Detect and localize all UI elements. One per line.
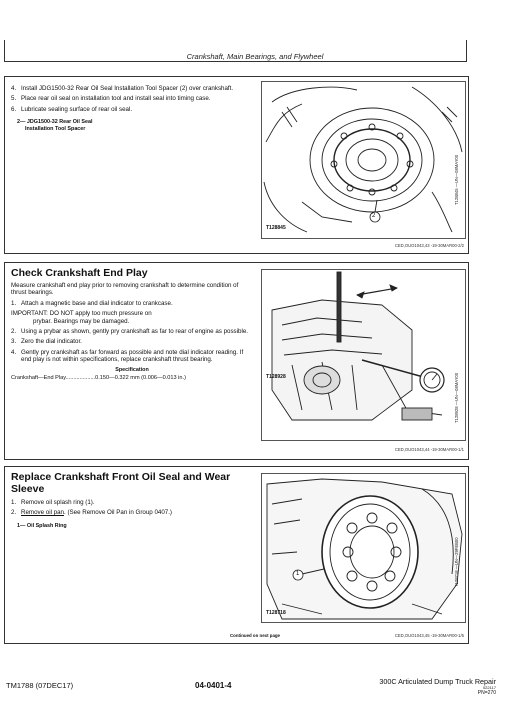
callout-1: 1 <box>296 571 300 577</box>
section2-body: Measure crankshaft end play prior to rem… <box>11 282 253 382</box>
step-item: 2.Using a prybar as shown, gently pry cr… <box>11 328 248 336</box>
figure-legend: 1— Oil Splash Ring <box>17 522 67 529</box>
step-item: 4.Gently pry crankshaft as far forward a… <box>11 348 244 364</box>
figure-vertical-id: T128718 —UN—29FEB00 <box>454 537 459 587</box>
callout-2: 2 <box>372 213 376 219</box>
figure-legend: 2— JDG1500-32 Rear Oil Seal Installation… <box>17 119 93 132</box>
step-item: 3.Zero the dial indicator. <box>11 338 82 346</box>
header-right-tick <box>466 40 467 62</box>
spec-heading: Specification <box>115 366 149 373</box>
figure-rear-seal-tool: 2 T128845 <box>261 81 466 239</box>
remove-oil-pan-link[interactable]: Remove oil pan <box>21 509 64 517</box>
section-front-oil-seal: Replace Crankshaft Front Oil Seal and We… <box>4 466 469 644</box>
figure-id: T128928 <box>266 374 286 380</box>
section-reference: CED,OUO1043,45 -19-30MAR00-1/5 <box>394 633 464 638</box>
section1-steps: 4.Install JDG1500-32 Rear Oil Seal Insta… <box>11 85 253 132</box>
section-check-end-play: Check Crankshaft End Play Measure cranks… <box>4 262 469 460</box>
step-item: 5.Place rear oil seal on installation to… <box>11 95 211 103</box>
section-reference: CED,OUO1043,44 -19-30MAR00-1/1 <box>394 447 464 452</box>
header-top-rule <box>4 61 467 62</box>
intro-text: Measure crankshaft end play prior to rem… <box>11 282 239 297</box>
figure-id: T128718 <box>266 610 286 616</box>
continued-note: Continued on next page <box>230 633 281 638</box>
section-title: Check Crankshaft End Play <box>11 267 148 279</box>
figure-splash-ring: 1 T128718 <box>261 473 466 623</box>
figure-vertical-id: T128928 —UN—08MAY00 <box>454 372 459 423</box>
section3-body: 1.Remove oil splash ring (1). 2.Remove o… <box>11 499 253 529</box>
step-item: 1.Attach a magnetic base and dial indica… <box>11 299 173 307</box>
section-title: Replace Crankshaft Front Oil Seal and We… <box>11 471 231 495</box>
splash-ring-illustration <box>266 478 463 620</box>
spec-row: Crankshaft—End Play...................0.… <box>11 375 186 382</box>
footer-page-number: 04-0401-4 <box>195 681 232 690</box>
header-left-tick <box>4 40 5 62</box>
footer-title: 300C Articulated Dump Truck Repair 02211… <box>379 677 496 696</box>
step-item: 6.Lubricate sealing surface of rear oil … <box>11 105 133 113</box>
step-item: 2.Remove oil pan. (See Remove Oil Pan in… <box>11 509 172 517</box>
seal-installation-illustration <box>263 86 463 233</box>
step-item: 1.Remove oil splash ring (1). <box>11 499 95 506</box>
end-play-illustration <box>271 271 445 421</box>
important-note: IMPORTANT: DO NOT apply too much pressur… <box>11 310 152 325</box>
step-item: 4.Install JDG1500-32 Rear Oil Seal Insta… <box>11 85 234 92</box>
figure-end-play: T128928 <box>261 269 466 441</box>
section-install-rear-seal: 4.Install JDG1500-32 Rear Oil Seal Insta… <box>4 76 469 254</box>
section-reference: CED,OUO1043,43 -19-30MAR00-2/2 <box>394 243 464 248</box>
figure-vertical-id: T128845 —UN—08MAY00 <box>454 154 459 205</box>
figure-id: T128845 <box>266 225 286 231</box>
page-header-title: Crankshaft, Main Bearings, and Flywheel <box>186 52 324 61</box>
footer-manual-id: TM1788 (07DEC17) <box>6 681 74 690</box>
